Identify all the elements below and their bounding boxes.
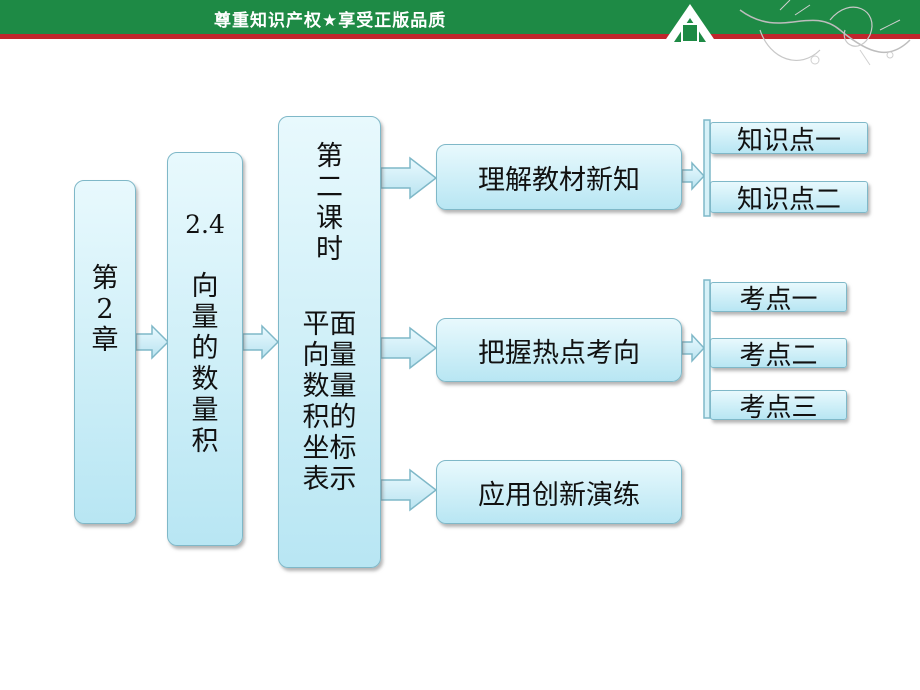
header-green-band bbox=[0, 0, 920, 34]
section-title-char: 向 bbox=[191, 271, 219, 302]
arrow-to-branch-2 bbox=[380, 326, 438, 370]
arrow-to-branch-3 bbox=[380, 468, 438, 512]
chapter-char: 2 bbox=[96, 294, 114, 325]
exam-point-3[interactable]: 考点三 bbox=[710, 390, 847, 423]
exam-point-label: 考点三 bbox=[739, 392, 818, 423]
exam-point-1[interactable]: 考点一 bbox=[710, 282, 847, 315]
chapter-char: 章 bbox=[91, 325, 119, 356]
branch-practice[interactable]: 应用创新演练 bbox=[436, 460, 682, 524]
branch-label: 应用创新演练 bbox=[478, 479, 640, 511]
lesson-title-line: 坐标 bbox=[302, 433, 357, 464]
lesson-label-char: 时 bbox=[316, 234, 343, 265]
branch-understand-textbook[interactable]: 理解教材新知 bbox=[436, 144, 682, 210]
lesson-label-char: 二 bbox=[316, 172, 343, 203]
bracket-knowledge bbox=[703, 119, 711, 217]
branch-label: 把握热点考向 bbox=[478, 337, 640, 369]
arrow-branch2-to-points bbox=[681, 333, 706, 363]
lesson-title-line: 积的 bbox=[302, 402, 357, 433]
knowledge-point-label: 知识点一 bbox=[736, 125, 841, 156]
section-title-char: 积 bbox=[191, 426, 219, 457]
arrow-section-to-lesson bbox=[242, 324, 280, 360]
header-bar: 尊重知识产权★享受正版品质 bbox=[0, 0, 920, 66]
section-title-char: 量 bbox=[191, 395, 219, 426]
lesson-label-char: 课 bbox=[316, 203, 343, 234]
chapter-box[interactable]: 第 2 章 bbox=[74, 180, 136, 524]
lesson-label-char: 第 bbox=[316, 141, 343, 172]
exam-point-2[interactable]: 考点二 bbox=[710, 338, 847, 371]
section-box[interactable]: 2.4 向 量 的 数 量 积 bbox=[167, 152, 243, 546]
lesson-title-line: 数量 bbox=[302, 371, 357, 402]
branch-label: 理解教材新知 bbox=[478, 164, 640, 196]
arrow-chapter-to-section bbox=[135, 324, 170, 360]
lesson-title-line: 表示 bbox=[302, 464, 357, 495]
spacer bbox=[279, 265, 380, 309]
section-title-char: 的 bbox=[191, 333, 219, 364]
knowledge-point-label: 知识点二 bbox=[736, 184, 841, 215]
section-number: 2.4 bbox=[185, 210, 225, 239]
exam-point-label: 考点一 bbox=[739, 284, 818, 315]
chapter-char: 第 bbox=[91, 263, 119, 294]
lesson-title-line: 平面 bbox=[302, 309, 357, 340]
section-title-char: 数 bbox=[191, 364, 219, 395]
a-logo-icon bbox=[664, 4, 716, 42]
header-slogan: 尊重知识产权★享受正版品质 bbox=[214, 11, 447, 31]
section-title-char: 量 bbox=[191, 302, 219, 333]
branch-hot-topics[interactable]: 把握热点考向 bbox=[436, 318, 682, 382]
header-red-line bbox=[0, 34, 920, 39]
knowledge-point-2[interactable]: 知识点二 bbox=[710, 181, 868, 215]
floral-swirl-decoration bbox=[739, 0, 911, 66]
lesson-box[interactable]: 第 二 课 时 平面 向量 数量 积的 坐标 表示 bbox=[278, 116, 381, 568]
spacer bbox=[168, 240, 242, 271]
exam-point-label: 考点二 bbox=[739, 340, 818, 371]
lesson-title-line: 向量 bbox=[302, 340, 357, 371]
arrow-branch1-to-points bbox=[681, 161, 706, 191]
arrow-to-branch-1 bbox=[380, 156, 438, 200]
knowledge-point-1[interactable]: 知识点一 bbox=[710, 122, 868, 156]
